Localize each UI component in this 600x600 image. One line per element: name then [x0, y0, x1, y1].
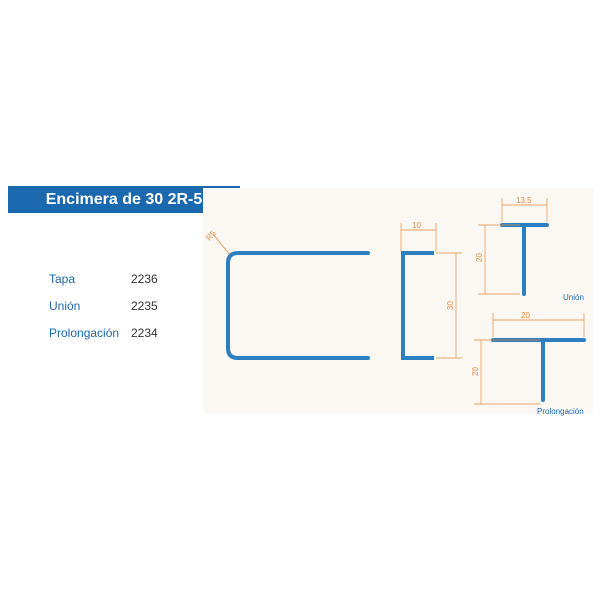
page-title: Encimera de 30 2R-5: [45, 190, 203, 208]
part-name: Tapa: [49, 272, 76, 286]
part-code: 2234: [131, 326, 158, 340]
prolongacion-height-label: 20: [471, 367, 480, 376]
channel-height-label: 30: [446, 301, 455, 310]
part-code: 2236: [131, 272, 158, 286]
channel-width-label: 10: [412, 221, 421, 230]
drawing-background: [203, 188, 593, 414]
union-caption: Unión: [563, 293, 584, 302]
part-row-union: Unión 2235: [49, 299, 189, 317]
prolongacion-width-label: 20: [521, 311, 530, 320]
part-row-prolongacion: Prolongación 2234: [49, 326, 189, 344]
title-banner: Encimera de 30 2R-5: [8, 186, 240, 213]
union-height-label: 20: [475, 253, 484, 262]
tapa-profile-line: [226, 251, 370, 360]
part-code: 2235: [131, 299, 158, 313]
channel-profile: 10 30: [400, 221, 462, 360]
part-name: Prolongación: [49, 326, 120, 340]
part-name: Unión: [49, 299, 81, 313]
prolongacion-caption: Prolongación: [537, 407, 584, 416]
channel-profile-line: [401, 251, 434, 360]
part-row-tapa: Tapa 2236: [49, 272, 189, 290]
union-profile: 13,5 20 Unión: [475, 196, 584, 302]
radius-leader: [212, 233, 231, 256]
union-width-label: 13,5: [516, 196, 532, 205]
prolongacion-profile: 20 20 Prolongación: [471, 311, 586, 416]
